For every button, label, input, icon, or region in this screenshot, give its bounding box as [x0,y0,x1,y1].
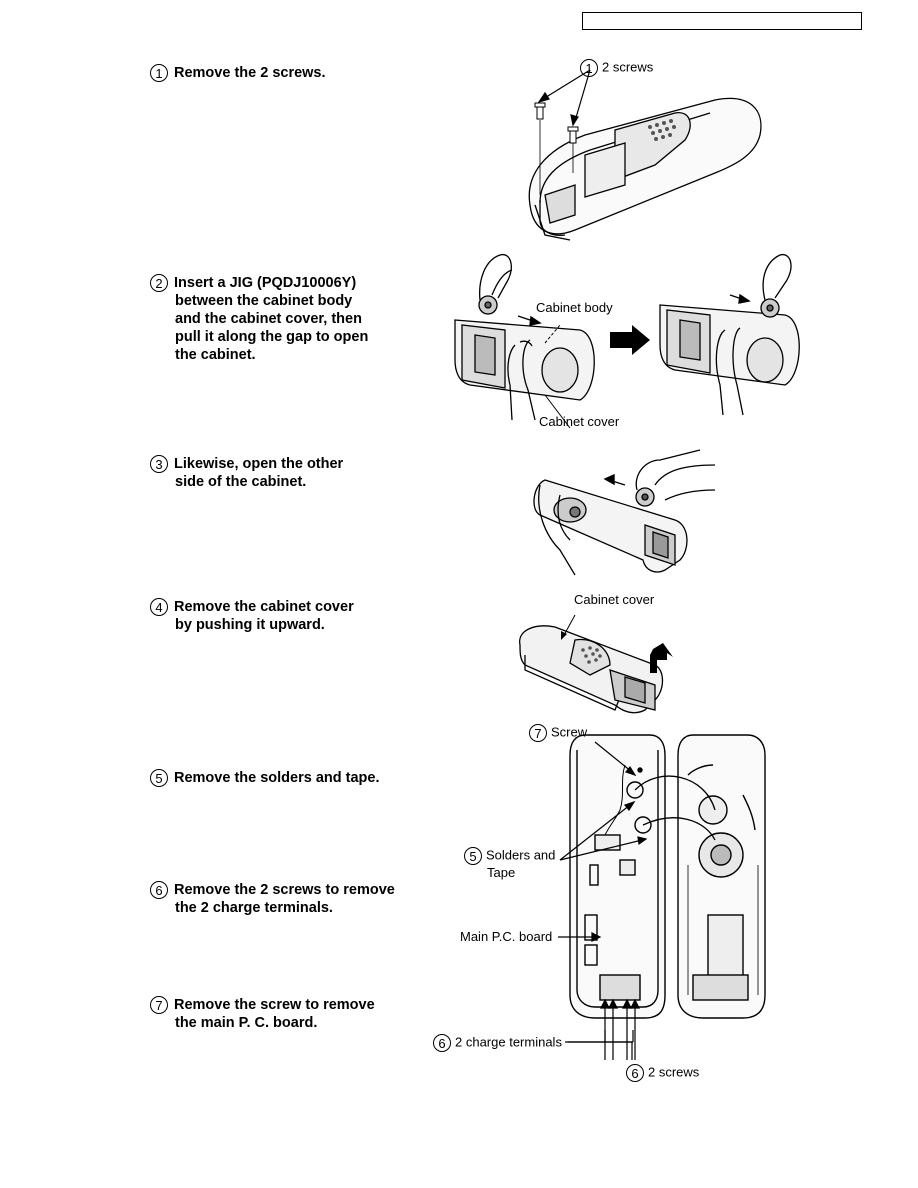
step-number: 5 [150,769,168,787]
step-text: Remove the solders and tape. [174,770,380,786]
callout-cabinet-cover-4: Cabinet cover [574,592,655,607]
callout-cabinet-cover: Cabinet cover [539,414,620,429]
step-text: Insert a JIG (PQDJ10006Y) [174,275,357,291]
step-text: and the cabinet cover, then [175,311,362,327]
step-2: 2 Insert a JIG (PQDJ10006Y) between the c… [150,274,368,364]
figure-main-board-leaders [558,741,648,1060]
callout-text: Screw [551,724,588,740]
step-number: 6 [150,881,168,899]
step-5: 5 Remove the solders and tape. [150,769,379,787]
step-text: side of the cabinet. [175,474,307,490]
step-1: 1 Remove the 2 screws. [150,64,326,82]
figure-main-board [569,734,766,1060]
callout-main-pc-board: Main P.C. board [460,929,553,944]
step-text: pull it along the gap to open [175,329,369,345]
step-text: Remove the cabinet cover [174,599,354,615]
step-text: the 2 charge terminals. [175,900,333,916]
step-text: Remove the screw to remove [174,997,375,1013]
step-number: 2 [150,274,168,292]
callout-text: 2 charge terminals [455,1034,562,1050]
step-4: 4 Remove the cabinet cover by pushing it … [150,598,354,634]
step-text: between the cabinet body [175,293,353,309]
figure-remove-screws [528,69,762,241]
step-number: 3 [150,455,168,473]
callout-text: 2 screws [648,1064,700,1080]
step-text: the cabinet. [175,347,256,363]
step-number: 7 [150,996,168,1014]
step-6: 6 Remove the 2 screws to remove the 2 cha… [150,881,395,917]
callout-text: Solders and [486,847,556,863]
header-box [582,12,862,30]
step-number: 4 [150,598,168,616]
step-3: 3 Likewise, open the other side of the ca… [150,455,343,491]
callout-cabinet-body: Cabinet body [536,300,613,315]
callout-number: 5 [464,847,482,865]
callout-tape: Tape [487,865,516,880]
step-text: Likewise, open the other [174,456,344,472]
step-text: by pushing it upward. [175,617,325,633]
callout-number: 6 [433,1034,451,1052]
step-text: Remove the 2 screws. [174,65,326,81]
step-number: 1 [150,64,168,82]
callout-number: 1 [580,59,598,77]
figure-insert-jig [454,253,800,429]
figure-open-other-side [533,449,716,576]
step-text: Remove the 2 screws to remove [174,882,395,898]
step-text: the main P. C. board. [175,1015,318,1031]
charge-terminal-leader [565,1030,634,1043]
callout-text: 2 screws [602,59,654,75]
callout-number: 6 [626,1064,644,1082]
callout-number: 7 [529,724,547,742]
step-7: 7 Remove the screw to remove the main P. … [150,996,375,1032]
figure-remove-cover [519,614,673,714]
